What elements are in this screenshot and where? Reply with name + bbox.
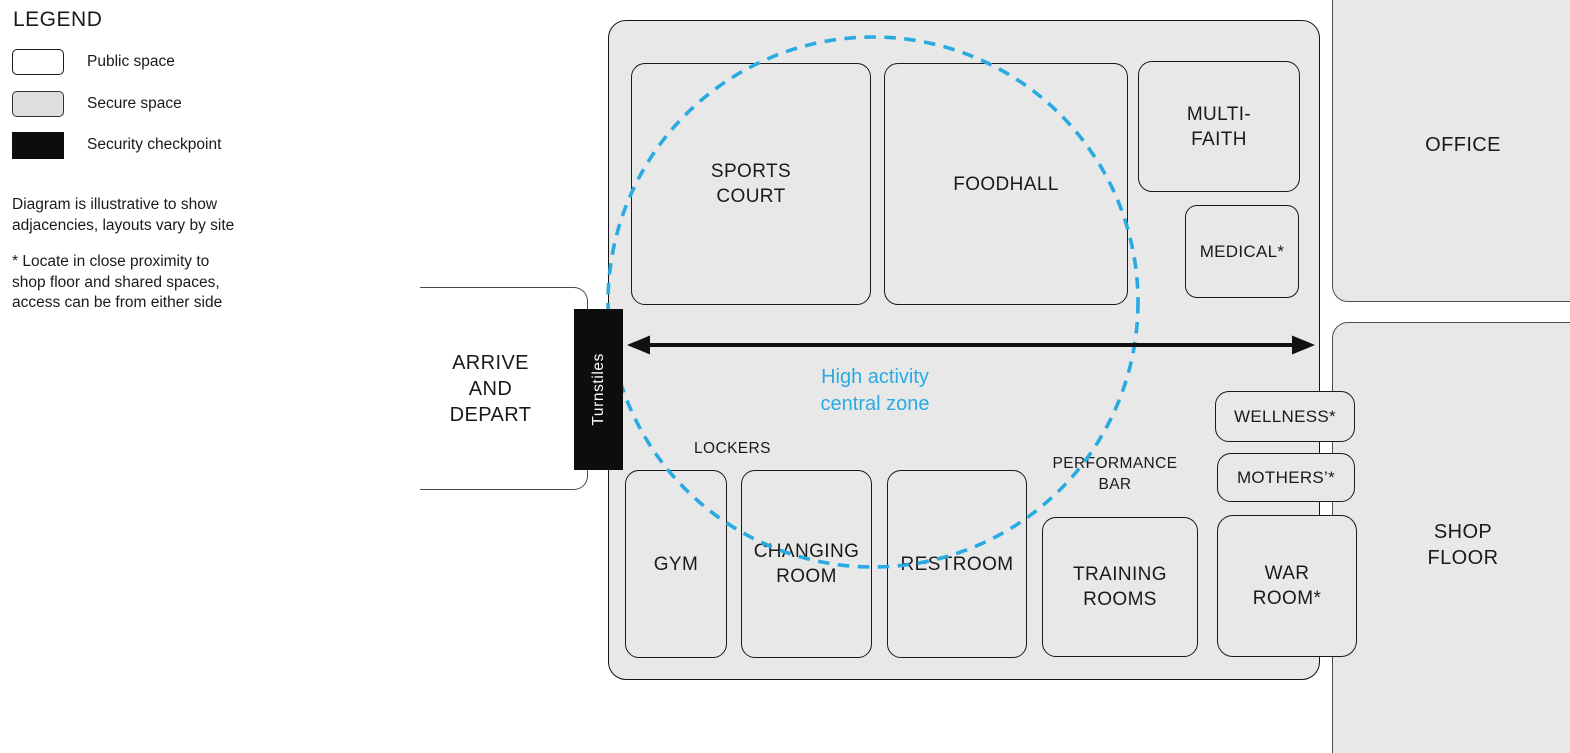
room-label: MULTI- FAITH — [1186, 103, 1252, 150]
room-label: MEDICAL* — [1199, 242, 1285, 261]
room-label: SPORTS COURT — [710, 161, 792, 207]
asterisk-note: * Locate in close proximity to shop floo… — [12, 253, 223, 311]
room-foodhall: FOODHALL — [884, 63, 1128, 305]
legend-item-public: Public space — [12, 49, 332, 75]
arrive-depart-label: ARRIVE AND DEPART — [449, 351, 532, 426]
room-restroom: RESTROOM — [887, 470, 1027, 658]
room-multi-faith: MULTI- FAITH — [1138, 61, 1300, 192]
room-mothers: MOTHERS’* — [1217, 453, 1355, 502]
secure-space-swatch — [12, 91, 64, 117]
room-label: WAR ROOM* — [1252, 563, 1322, 609]
room-label: MOTHERS’* — [1236, 468, 1336, 487]
room-label: CHANGING ROOM — [753, 541, 860, 587]
performance-bar-label: PERFORMANCE BAR — [1052, 455, 1178, 493]
lockers-label: LOCKERS — [694, 440, 771, 457]
security-checkpoint-swatch — [12, 131, 64, 159]
room-label: RESTROOM — [900, 553, 1014, 575]
legend-item-secure: Secure space — [12, 91, 332, 117]
arrive-depart-area: ARRIVE AND DEPART — [420, 287, 588, 490]
legend-item-label: Public space — [87, 53, 175, 70]
legend-item-label: Security checkpoint — [87, 136, 222, 153]
room-wellness: WELLNESS* — [1215, 391, 1355, 442]
room-training-rooms: TRAINING ROOMS — [1042, 517, 1198, 657]
room-label: TRAINING ROOMS — [1073, 564, 1167, 610]
room-sports-court: SPORTS COURT — [631, 63, 871, 305]
room-label: FOODHALL — [953, 173, 1059, 195]
high-activity-zone-label: High activity central zone — [820, 366, 930, 415]
diagram-note: Diagram is illustrative to show adjacenc… — [12, 196, 235, 234]
room-war-room: WAR ROOM* — [1217, 515, 1357, 657]
office-area: OFFICE — [1332, 0, 1570, 302]
room-gym: GYM — [625, 470, 727, 658]
room-label: WELLNESS* — [1234, 407, 1336, 426]
shop-floor-area: SHOP FLOOR — [1332, 322, 1570, 753]
room-label: GYM — [653, 553, 699, 575]
turnstiles-checkpoint: Turnstiles — [574, 309, 623, 470]
room-changing-room: CHANGING ROOM — [741, 470, 872, 658]
shop-floor-label: SHOP FLOOR — [1427, 520, 1499, 569]
legend-item-label: Secure space — [87, 95, 182, 112]
public-space-swatch — [12, 49, 64, 75]
turnstiles-label: Turnstiles — [589, 353, 607, 426]
legend-title: LEGEND — [13, 8, 103, 31]
office-label: OFFICE — [1425, 134, 1501, 156]
legend-item-checkpoint: Security checkpoint — [12, 131, 332, 159]
room-medical: MEDICAL* — [1185, 205, 1299, 298]
